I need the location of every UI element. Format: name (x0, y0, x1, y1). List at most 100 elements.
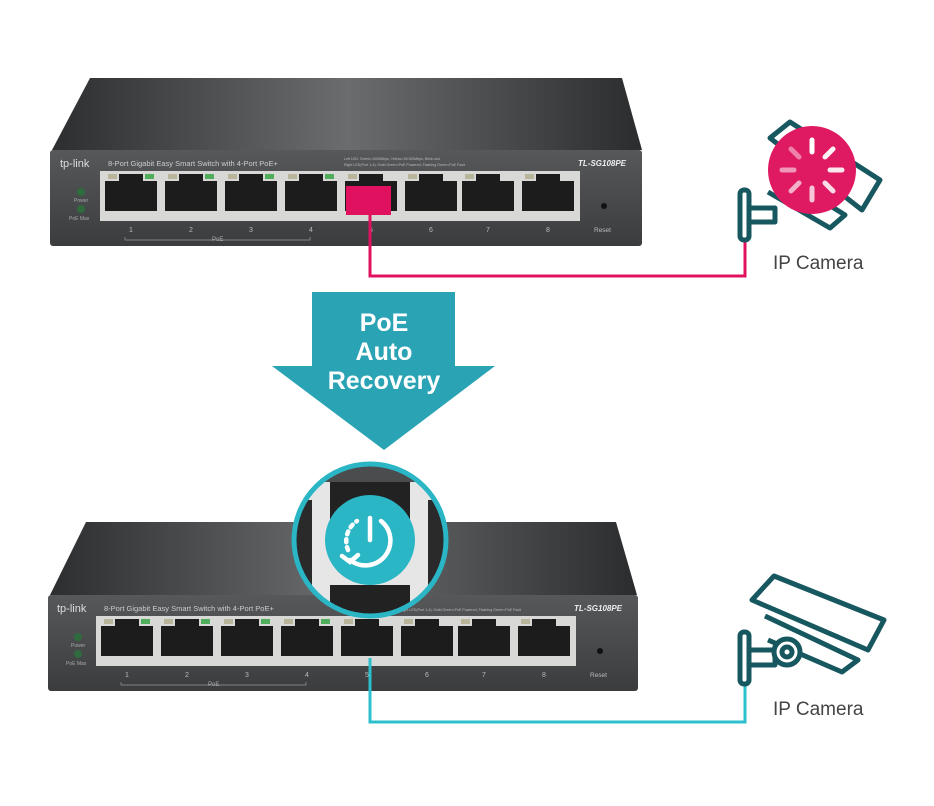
ip-camera-label-top: IP Camera (773, 253, 864, 274)
link-led (521, 619, 530, 624)
link-led (525, 174, 534, 179)
ethernet-port-2[interactable]: 2 (165, 174, 217, 234)
poe-max-label: PoE Max (66, 661, 87, 667)
port-socket[interactable] (221, 626, 273, 656)
switch-description: 8-Port Gigabit Easy Smart Switch with 4-… (104, 604, 274, 613)
link-led (348, 174, 357, 179)
port-socket[interactable] (462, 181, 514, 211)
port-number: 2 (189, 227, 193, 234)
led-legend-1: Left LED: Green=1000Mbps, Yellow=10/100M… (344, 157, 440, 161)
ethernet-port-4[interactable]: 4 (285, 174, 337, 234)
port-number: 4 (309, 227, 313, 234)
port-socket[interactable] (285, 181, 337, 211)
reset-button[interactable] (601, 203, 607, 209)
ethernet-port-3[interactable]: 3 (225, 174, 277, 234)
ethernet-port-1[interactable]: 1 (101, 619, 153, 679)
ethernet-port-8[interactable]: 8 (522, 174, 574, 234)
port-number: 1 (125, 672, 129, 679)
ethernet-port-4[interactable]: 4 (281, 619, 333, 679)
ethernet-port-2[interactable]: 2 (161, 619, 213, 679)
link-led (164, 619, 173, 624)
ethernet-port-3[interactable]: 3 (221, 619, 273, 679)
link-led (404, 619, 413, 624)
port-socket[interactable] (101, 626, 153, 656)
arrow-text-1: PoE (360, 309, 409, 337)
poe-max-led (74, 650, 82, 658)
arrow-text-2: Auto (356, 338, 413, 366)
port-socket[interactable] (281, 626, 333, 656)
ethernet-port-7[interactable]: 7 (462, 174, 514, 234)
link-led (104, 619, 113, 624)
ethernet-port-1[interactable]: 1 (105, 174, 157, 234)
power-led (77, 188, 85, 196)
brand-logo: tp-link (57, 603, 87, 615)
led-legend-2: Right LED(Port 1-4): Solid Green=PoE Pow… (344, 163, 465, 167)
poe-led (201, 619, 210, 624)
ethernet-port-6[interactable]: 6 (405, 174, 457, 234)
poe-group-label: PoE (212, 237, 223, 243)
poe-led (141, 619, 150, 624)
port-number: 4 (305, 672, 309, 679)
brand-logo: tp-link (60, 158, 90, 170)
port-socket[interactable] (401, 626, 453, 656)
link-led (168, 174, 177, 179)
ip-camera-bottom (737, 573, 887, 687)
link-led (408, 174, 417, 179)
port-number: 6 (429, 227, 433, 234)
link-led (108, 174, 117, 179)
port-socket[interactable] (405, 181, 457, 211)
port-number: 8 (546, 227, 550, 234)
port-socket[interactable] (518, 626, 570, 656)
power-label: Power (71, 643, 86, 649)
ethernet-port-7[interactable]: 7 (458, 619, 510, 679)
port-socket[interactable] (161, 626, 213, 656)
port-socket[interactable] (105, 181, 157, 211)
port-number: 8 (542, 672, 546, 679)
port-number: 3 (245, 672, 249, 679)
port-socket[interactable] (522, 181, 574, 211)
ethernet-port-8[interactable]: 8 (518, 619, 570, 679)
ip-camera-label-bottom: IP Camera (773, 699, 864, 720)
poe-led (265, 174, 274, 179)
fault-cable (368, 215, 747, 278)
poe-led (205, 174, 214, 179)
link-led (288, 174, 297, 179)
faulted-port-highlight (346, 186, 391, 215)
link-led (284, 619, 293, 624)
port-number: 1 (129, 227, 133, 234)
poe-led (145, 174, 154, 179)
link-led (344, 619, 353, 624)
recovery-arrow: PoE Auto Recovery (272, 292, 495, 450)
ethernet-port-5[interactable]: 5 (341, 619, 393, 679)
spinner-ticks (779, 137, 845, 203)
port-number: 6 (425, 672, 429, 679)
port-socket[interactable] (225, 181, 277, 211)
link-led (224, 619, 233, 624)
ethernet-port-6[interactable]: 6 (401, 619, 453, 679)
led-legend-2: Right LED(Port 1-4): Solid Green=PoE Pow… (400, 608, 521, 612)
power-label: Power (74, 198, 89, 204)
link-led (228, 174, 237, 179)
arrow-text-3: Recovery (328, 367, 441, 395)
port-socket[interactable] (341, 626, 393, 656)
link-led (465, 174, 474, 179)
poe-led (261, 619, 270, 624)
reset-label: Reset (594, 227, 611, 234)
recovered-cable (368, 658, 747, 724)
reset-button[interactable] (597, 648, 603, 654)
poe-led (325, 174, 334, 179)
model-label: TL-SG108PE (574, 604, 623, 613)
port-magnifier (291, 461, 449, 619)
port-number: 5 (365, 672, 369, 679)
switch-top: tp-link 8-Port Gigabit Easy Smart Switch… (50, 78, 642, 246)
power-led (74, 633, 82, 641)
port-number: 7 (482, 672, 486, 679)
link-led (461, 619, 470, 624)
poe-led (321, 619, 330, 624)
port-number: 7 (486, 227, 490, 234)
port-socket[interactable] (165, 181, 217, 211)
poe-max-label: PoE Max (69, 216, 90, 222)
poe-group-label: PoE (208, 682, 219, 688)
reset-label: Reset (590, 672, 607, 679)
port-socket[interactable] (458, 626, 510, 656)
